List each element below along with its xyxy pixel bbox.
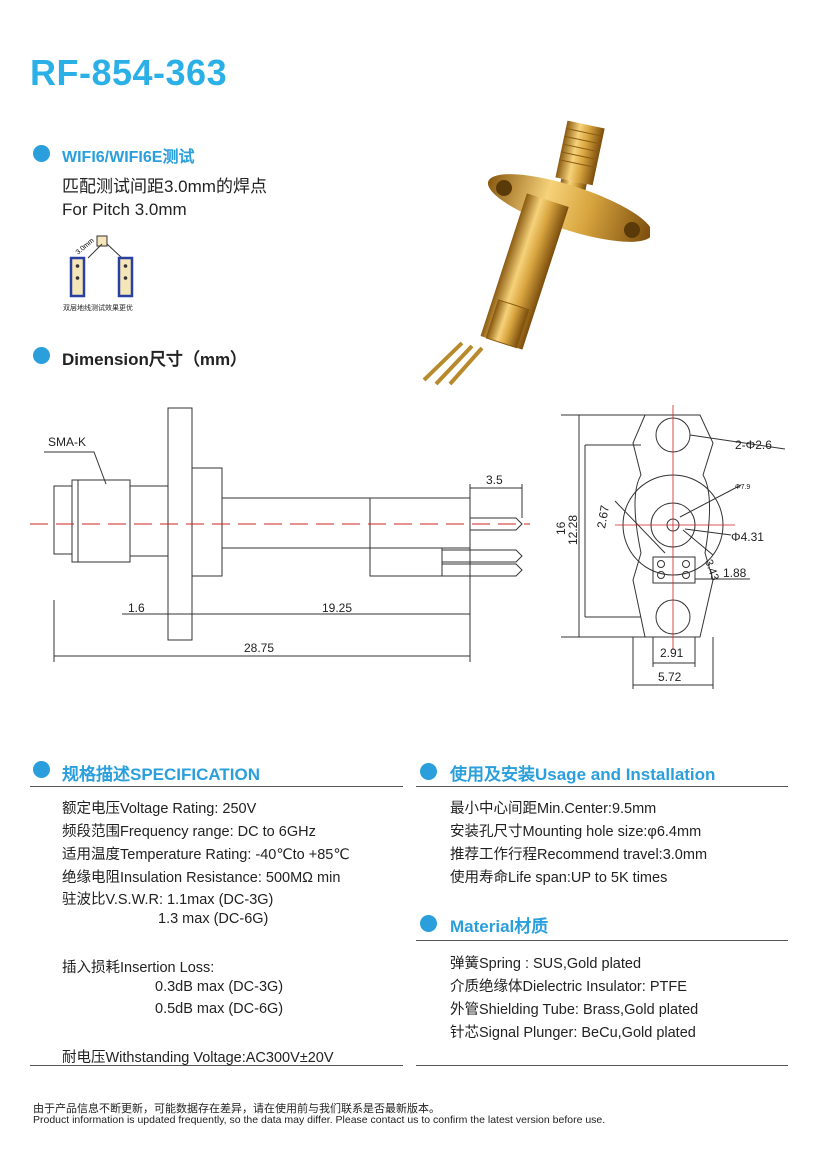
spec-line: 驻波比V.S.W.R: 1.1max (DC-3G) <box>62 892 274 908</box>
front-view-drawing: 2-Φ2.6 Φ7.9 Φ4.31 16 12.28 2.67 3.43 1.8… <box>554 405 786 689</box>
usage-heading: 使用及安装Usage and Installation <box>450 765 716 784</box>
dim-d-small: Φ7.9 <box>735 484 750 491</box>
bullet-icon <box>420 763 437 780</box>
dim-h-inner: 12.28 <box>566 515 580 545</box>
dim-w-total: 5.72 <box>658 670 682 684</box>
footer-cn: 由于产品信息不断更新，可能数据存在差异，请在使用前与我们联系是否最新版本。 <box>33 1103 440 1115</box>
product-photo <box>422 120 650 386</box>
dimension-heading: Dimension尺寸（mm） <box>62 350 248 369</box>
material-line: 弹簧Spring : SUS,Gold plated <box>450 956 642 972</box>
usage-line: 最小中心间距Min.Center:9.5mm <box>450 801 657 817</box>
pad-caption: 双层地线测试效果更优 <box>63 305 133 312</box>
bullet-icon <box>33 347 50 364</box>
dim-tip: 3.5 <box>486 473 503 487</box>
material-heading: Material材质 <box>450 917 549 936</box>
material-line: 外管Shielding Tube: Brass,Gold plated <box>450 1002 699 1018</box>
spec-line: 额定电压Voltage Rating: 250V <box>62 801 257 817</box>
dim-body: 19.25 <box>322 601 352 615</box>
wifi-line-en: For Pitch 3.0mm <box>62 200 187 219</box>
footer-en: Product information is updated frequentl… <box>33 1114 606 1126</box>
usage-divider <box>416 786 788 787</box>
material-line: 介质绝缘体Dielectric Insulator: PTFE <box>450 979 687 995</box>
spec-divider <box>30 786 403 787</box>
dim-r1: 2.67 <box>594 504 612 530</box>
pad-diagram: 3.0mm <box>69 235 134 298</box>
dim-flange: 1.6 <box>128 601 145 615</box>
wifi-heading: WIFI6/WIFI6E测试 <box>62 149 195 166</box>
spec-line: 1.3 max (DC-6G) <box>158 911 269 927</box>
usage-line: 推荐工作行程Recommend travel:3.0mm <box>450 847 708 863</box>
side-view-drawing: SMA-K 3.5 1.6 19.25 28.75 <box>30 407 530 662</box>
spec-line: 绝缘电阻Insulation Resistance: 500MΩ min <box>62 870 341 886</box>
spec-line: 适用温度Temperature Rating: -40℃to +85℃ <box>62 847 350 863</box>
material-line: 针芯Signal Plunger: BeCu,Gold plated <box>450 1025 696 1041</box>
usage-line: 安装孔尺寸Mounting hole size:φ6.4mm <box>450 824 702 840</box>
dim-d-pin: Φ4.31 <box>731 530 764 544</box>
wifi-line-cn: 匹配测试间距3.0mm的焊点 <box>62 177 267 196</box>
spec-line: 耐电压Withstanding Voltage:AC300V±20V <box>62 1050 334 1066</box>
bullet-icon <box>420 915 437 932</box>
bullet-icon <box>33 145 50 162</box>
spec-line: 频段范围Frequency range: DC to 6GHz <box>62 824 316 840</box>
page-title: RF-854-363 <box>30 52 228 93</box>
material-bottom-divider <box>416 1065 788 1066</box>
spec-line: 0.3dB max (DC-3G) <box>155 979 284 995</box>
bullet-icon <box>33 761 50 778</box>
dim-h-total: 16 <box>554 521 568 535</box>
spec-heading: 规格描述SPECIFICATION <box>62 765 261 784</box>
dim-holes: 2-Φ2.6 <box>735 438 772 452</box>
spec-line: 0.5dB max (DC-6G) <box>155 1001 284 1017</box>
material-divider <box>416 940 788 941</box>
sma-label: SMA-K <box>48 435 86 449</box>
dim-total: 28.75 <box>244 641 274 655</box>
spec-bottom-divider <box>30 1065 403 1066</box>
usage-line: 使用寿命Life span:UP to 5K times <box>450 870 668 886</box>
spec-line: 插入损耗Insertion Loss: <box>62 960 215 976</box>
dim-w-pin: 2.91 <box>660 646 684 660</box>
dim-w-pad: 1.88 <box>723 566 747 580</box>
